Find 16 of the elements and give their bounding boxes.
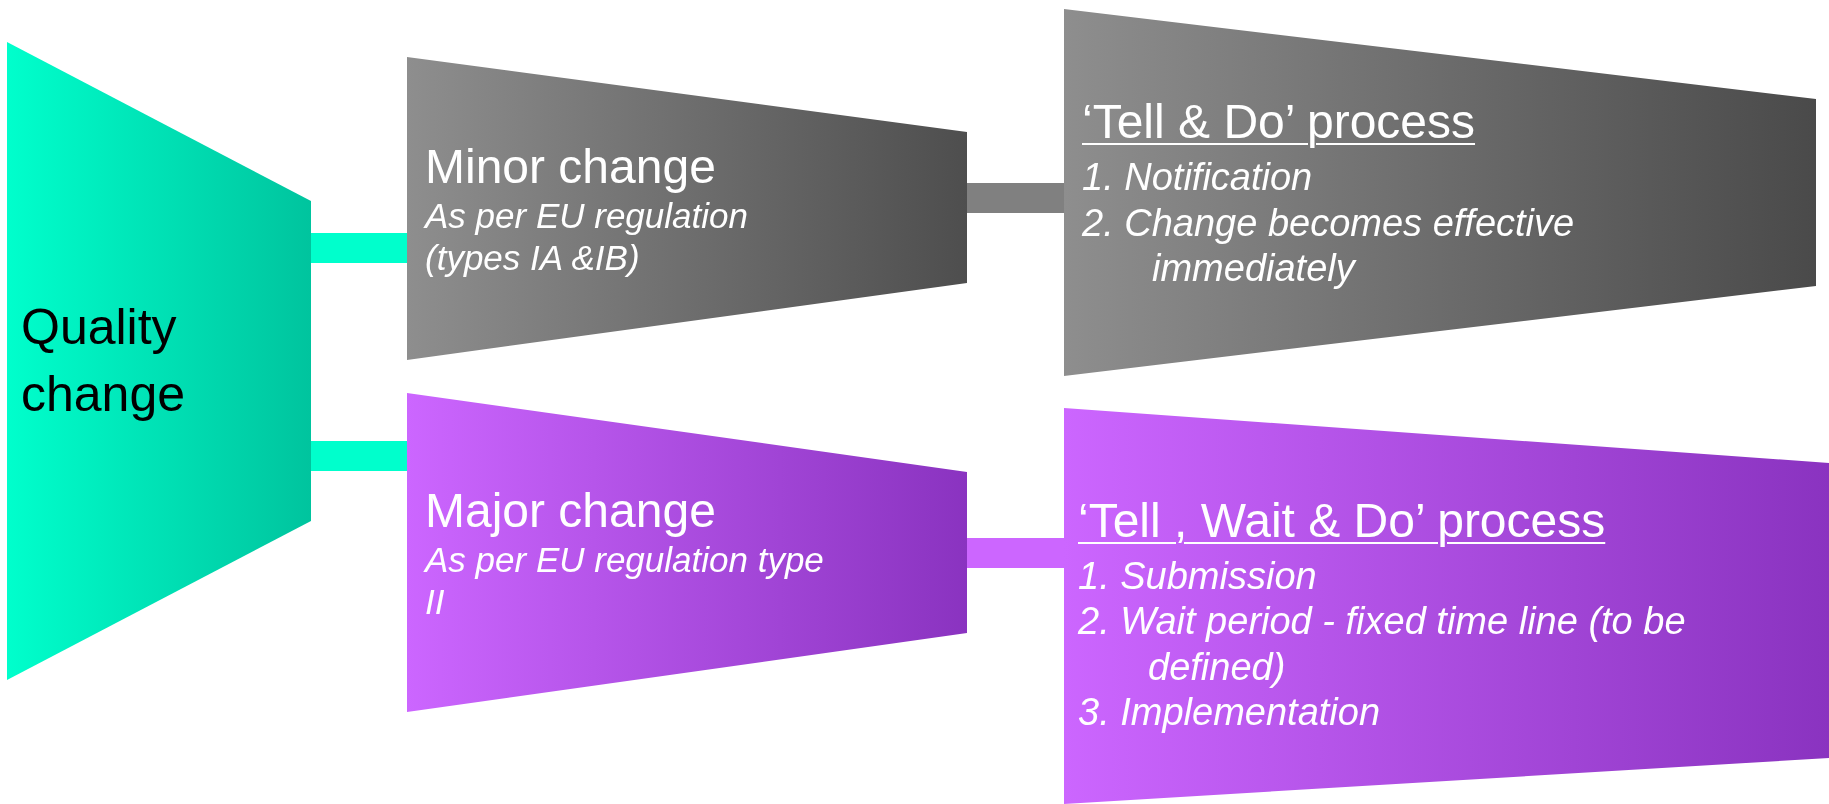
node-title: ‘Tell & Do’ process — [1082, 94, 1477, 151]
list-item: 3. Implementation — [1078, 690, 1382, 736]
connector-bar — [967, 183, 1064, 213]
connector-bar — [311, 441, 407, 471]
list-item: 1. Submission — [1078, 553, 1318, 599]
node-title: Major change — [425, 482, 717, 539]
node-title: Minor change — [425, 138, 717, 195]
node-description: As per EU regulation type II — [425, 539, 825, 624]
list-item: 2. Change becomes effective immediately — [1082, 200, 1576, 292]
node-title: ‘Tell , Wait & Do’ process — [1078, 493, 1607, 549]
node-title: Quality change — [21, 297, 187, 424]
list-item: 2. Wait period - fixed time line (to be defined) — [1078, 599, 1687, 690]
connector-bar — [967, 538, 1064, 568]
connector-bar — [311, 233, 407, 263]
node-description: As per EU regulation (types IA &IB) — [425, 195, 749, 280]
list-item: 1. Notification — [1082, 154, 1314, 200]
